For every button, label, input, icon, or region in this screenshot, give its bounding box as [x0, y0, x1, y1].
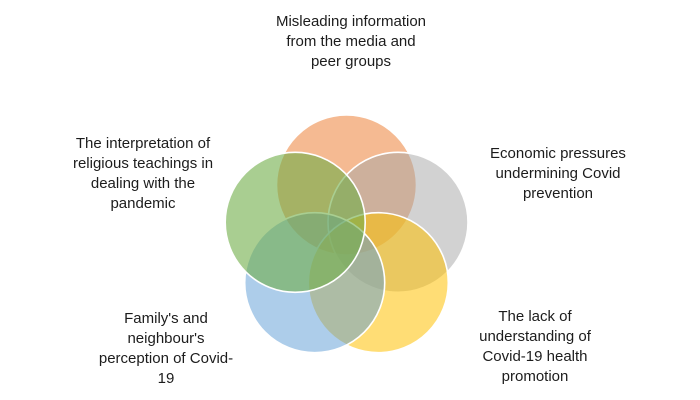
venn-circle-religious-teachings — [224, 151, 367, 294]
label-religious-teachings: The interpretation of religious teaching… — [72, 135, 214, 212]
label-economic-pressures: Economic pressures undermining Covid pre… — [490, 145, 626, 202]
label-misleading-information: Misleading information from the media an… — [275, 13, 427, 70]
label-lack-of-understanding: The lack of understanding of Covid-19 he… — [479, 308, 591, 385]
label-family-neighbour-perception: Family's and neighbour's perception of C… — [98, 310, 234, 387]
